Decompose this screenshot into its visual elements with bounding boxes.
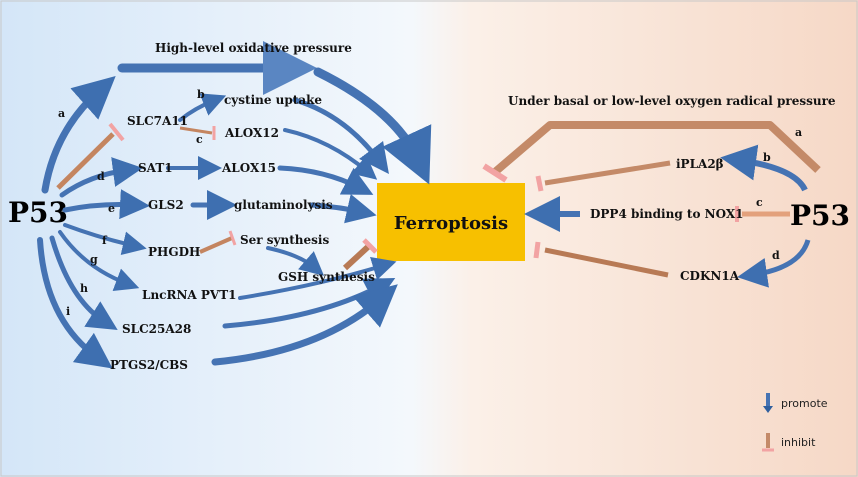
legend-promote-arrow-icon xyxy=(763,406,773,413)
arrow-ptgs2-ferro xyxy=(211,284,398,366)
arrow-h xyxy=(49,235,118,330)
inhibit-ipla2b-head xyxy=(535,175,544,192)
right-inhibit-a xyxy=(482,121,821,183)
letter-h-left: h xyxy=(80,282,88,295)
p53-right-label: P53 xyxy=(790,199,850,232)
inhibit-phgdh-line xyxy=(199,236,233,254)
node-dpp4-nox1: DPP4 binding to NOX1 xyxy=(590,207,744,221)
node-gls2: GLS2 xyxy=(148,198,184,212)
arrow-b-right xyxy=(720,144,808,192)
node-alox12: ALOX12 xyxy=(224,126,279,140)
arrow-f xyxy=(63,223,147,256)
node-sat1: SAT1 xyxy=(138,161,173,175)
arrow-glut-ferro xyxy=(309,194,377,224)
inhibit-a-right-head xyxy=(482,163,508,183)
right-title: Under basal or low-level oxygen radical … xyxy=(508,94,836,108)
letter-d-left: d xyxy=(97,170,105,183)
letter-g-left: g xyxy=(90,253,98,266)
left-labels: High-level oxidative pressure a b c d e … xyxy=(58,41,375,372)
inhibit-cdkn1a-head xyxy=(533,241,541,259)
letter-a-left: a xyxy=(58,107,65,120)
inhibit-phgdh-head xyxy=(228,230,237,246)
node-ptgs2-cbs: PTGS2/CBS xyxy=(110,358,188,372)
arrow-oxidative-ferro xyxy=(313,67,432,185)
letter-d-right: d xyxy=(772,249,780,262)
node-glutaminolysis: glutaminolysis xyxy=(234,198,333,212)
arrow-b xyxy=(178,93,227,122)
inhibit-cdkn1a-line xyxy=(544,247,669,278)
inhibit-c-line xyxy=(179,126,213,135)
inhibit-a-right-line xyxy=(492,121,821,176)
arrow-alox12-ferro xyxy=(283,128,378,180)
node-phgdh: PHGDH xyxy=(148,245,200,259)
arrow-cystine-ferro xyxy=(292,97,389,175)
node-gsh-synthesis: GSH synthesis xyxy=(278,270,375,284)
letter-e-left: e xyxy=(108,202,115,215)
inhibit-a-head xyxy=(108,122,125,142)
ferroptosis-box xyxy=(377,183,525,261)
inhibit-gsh-head xyxy=(362,238,378,254)
letter-f-left: f xyxy=(102,234,108,247)
legend-inhibit-label: inhibit xyxy=(781,436,816,449)
inhibit-gsh-line xyxy=(342,242,373,271)
arrow-g xyxy=(58,230,140,292)
node-ser-synthesis: Ser synthesis xyxy=(240,233,329,247)
arrow-d-right xyxy=(737,239,811,288)
node-lncrna-pvt1: LncRNA PVT1 xyxy=(142,288,237,302)
node-alox15: ALOX15 xyxy=(221,161,276,175)
arrow-i xyxy=(37,237,113,369)
letter-b-left: b xyxy=(197,88,205,101)
arrow-a xyxy=(41,76,116,194)
letter-i-left: i xyxy=(66,305,70,318)
inhibit-a-line xyxy=(56,132,115,190)
legend: promote inhibit xyxy=(762,393,828,452)
node-cystine-uptake: cystine uptake xyxy=(224,93,322,107)
arrow-e xyxy=(62,189,150,220)
letter-a-right: a xyxy=(795,126,802,139)
letter-c-left: c xyxy=(196,133,203,146)
node-ipla2b: iPLA2β xyxy=(676,157,724,171)
arrow-d xyxy=(59,157,143,198)
inhibit-ipla2b-line xyxy=(544,160,671,186)
right-labels: a b c d iPLA2β DPP4 binding to NOX1 CDKN… xyxy=(590,126,802,283)
node-cdkn1a: CDKN1A xyxy=(680,269,740,283)
arrow-lncrna-ferro xyxy=(238,257,397,300)
node-slc25a28: SLC25A28 xyxy=(122,322,191,336)
legend-promote-label: promote xyxy=(781,397,828,410)
ferroptosis-label: Ferroptosis xyxy=(394,213,508,234)
p53-left-label: P53 xyxy=(8,196,68,229)
left-title: High-level oxidative pressure xyxy=(155,41,352,55)
letter-c-right: c xyxy=(756,196,763,209)
node-slc7a11: SLC7A11 xyxy=(127,114,188,128)
left-arrows xyxy=(37,41,432,369)
arrow-alox15-ferro xyxy=(277,165,374,195)
letter-b-right: b xyxy=(763,151,771,164)
left-inhibits xyxy=(56,122,378,271)
arrow-ser-gsh xyxy=(266,246,325,276)
